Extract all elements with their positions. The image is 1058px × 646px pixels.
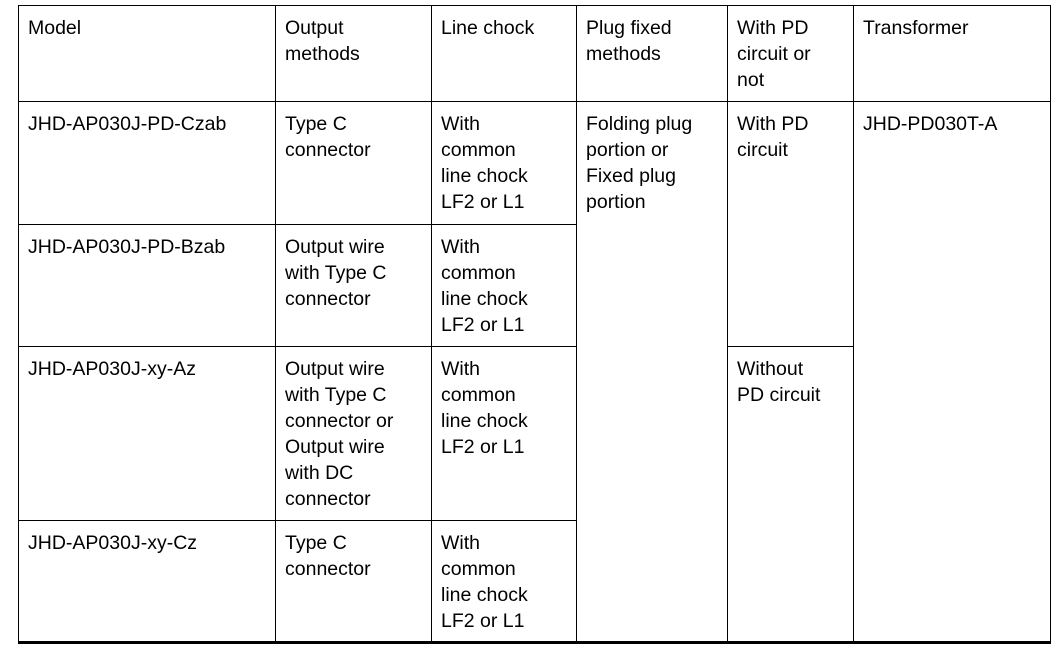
- cell-model-text: JHD-AP030J-xy-Cz: [28, 532, 198, 554]
- product-spec-table: Model Output methods Line chock Plug fix…: [18, 5, 1051, 644]
- table-header: Model Output methods Line chock Plug fix…: [18, 5, 1051, 102]
- cell-output-methods: Type C connector: [275, 520, 432, 643]
- cell-plug-fixed-methods-merged: Folding plug portion or Fixed plug porti…: [576, 101, 728, 643]
- column-header-plug-fixed-methods-text: Plug fixed methods: [586, 17, 672, 65]
- cell-output-methods: Type C connector: [275, 101, 432, 225]
- cell-transformer-text: JHD-PD030T-A: [863, 113, 998, 135]
- spec-table-container: Model Output methods Line chock Plug fix…: [18, 5, 1051, 644]
- cell-model: JHD-AP030J-xy-Az: [18, 346, 276, 521]
- cell-line-chock-text: With common line chock LF2 or L1: [441, 358, 528, 458]
- cell-output-methods-text: Type C connector: [285, 113, 371, 161]
- cell-output-methods-text: Output wire with Type C connector: [285, 236, 387, 310]
- cell-model-text: JHD-AP030J-PD-Czab: [28, 113, 227, 135]
- cell-line-chock: With common line chock LF2 or L1: [431, 224, 577, 347]
- column-header-line-chock-text: Line chock: [441, 17, 535, 39]
- column-header-line-chock: Line chock: [431, 5, 577, 102]
- cell-output-methods: Output wire with Type C connector or Out…: [275, 346, 432, 521]
- cell-pd-circuit-without: Without PD circuit: [727, 346, 854, 643]
- column-header-model: Model: [18, 5, 276, 102]
- cell-line-chock-text: With common line chock LF2 or L1: [441, 236, 528, 336]
- column-header-pd-circuit: With PD circuit or not: [727, 5, 854, 102]
- table-row: JHD-AP030J-xy-Cz Type C connector With c…: [18, 520, 1051, 643]
- cell-output-methods-text: Output wire with Type C connector or Out…: [285, 358, 394, 510]
- cell-model: JHD-AP030J-PD-Bzab: [18, 224, 276, 347]
- column-header-plug-fixed-methods: Plug fixed methods: [576, 5, 728, 102]
- column-header-output-methods-text: Output methods: [285, 17, 360, 65]
- column-header-transformer-text: Transformer: [863, 17, 969, 39]
- cell-model: JHD-AP030J-PD-Czab: [18, 101, 276, 225]
- cell-output-methods: Output wire with Type C connector: [275, 224, 432, 347]
- cell-pd-circuit-with-text: With PD circuit: [737, 113, 809, 161]
- column-header-model-text: Model: [28, 17, 82, 39]
- cell-line-chock: With common line chock LF2 or L1: [431, 346, 577, 521]
- cell-pd-circuit-without-text: Without PD circuit: [737, 358, 821, 406]
- cell-model-text: JHD-AP030J-xy-Az: [28, 358, 196, 380]
- cell-model-text: JHD-AP030J-PD-Bzab: [28, 236, 226, 258]
- column-header-transformer: Transformer: [853, 5, 1051, 102]
- cell-line-chock-text: With common line chock LF2 or L1: [441, 113, 528, 213]
- table-body: JHD-AP030J-PD-Czab Type C connector With…: [18, 101, 1051, 643]
- cell-transformer-merged: JHD-PD030T-A: [853, 101, 1051, 643]
- cell-pd-circuit-with: With PD circuit: [727, 101, 854, 347]
- cell-plug-fixed-methods-text: Folding plug portion or Fixed plug porti…: [586, 113, 693, 213]
- cell-model: JHD-AP030J-xy-Cz: [18, 520, 276, 643]
- table-row: JHD-AP030J-xy-Az Output wire with Type C…: [18, 346, 1051, 643]
- cell-line-chock-text: With common line chock LF2 or L1: [441, 532, 528, 632]
- column-header-output-methods: Output methods: [275, 5, 432, 102]
- table-row: JHD-AP030J-PD-Czab Type C connector With…: [18, 101, 1051, 643]
- header-row: Model Output methods Line chock Plug fix…: [18, 5, 1051, 102]
- column-header-pd-circuit-text: With PD circuit or not: [737, 17, 811, 91]
- cell-line-chock: With common line chock LF2 or L1: [431, 101, 577, 225]
- cell-line-chock: With common line chock LF2 or L1: [431, 520, 577, 643]
- table-row: JHD-AP030J-PD-Bzab Output wire with Type…: [18, 224, 1051, 347]
- cell-output-methods-text: Type C connector: [285, 532, 371, 580]
